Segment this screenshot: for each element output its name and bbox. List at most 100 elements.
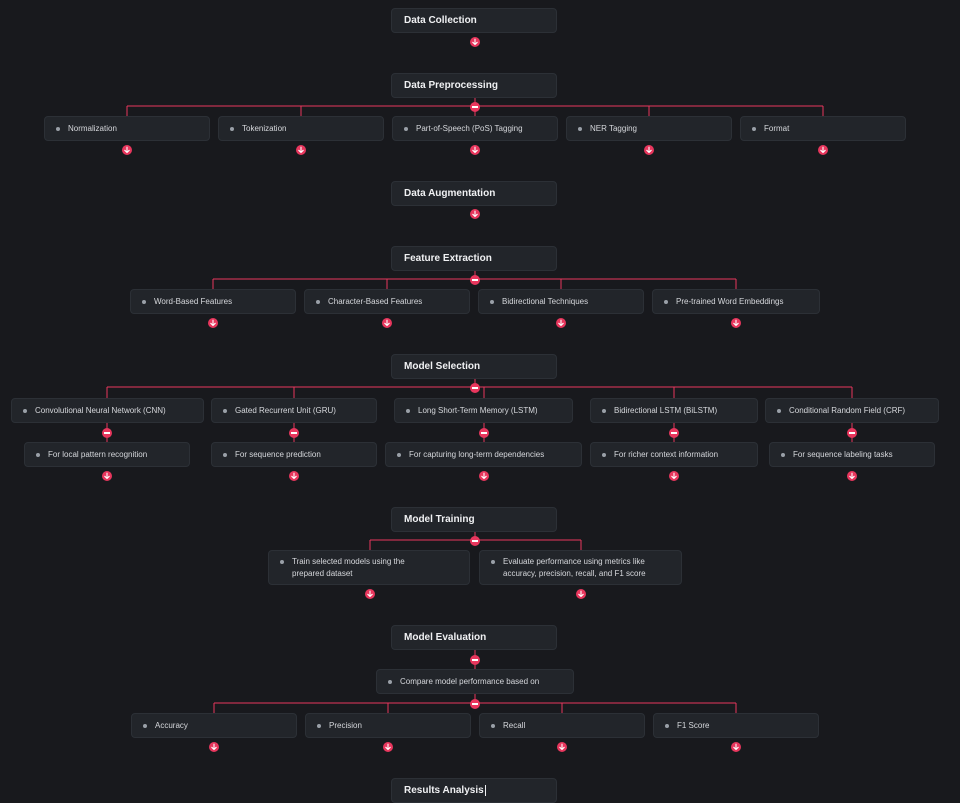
bullet-icon [752, 126, 756, 131]
node-label: NER Tagging [590, 123, 637, 133]
expand-accuracy-icon[interactable] [209, 742, 219, 752]
expand-format-icon[interactable] [818, 145, 828, 155]
node-model-lstm[interactable]: Long Short-Term Memory (LSTM) [394, 398, 573, 423]
node-bidirectional-techniques[interactable]: Bidirectional Techniques [478, 289, 644, 314]
bullet-icon [406, 408, 410, 413]
node-label: Format [764, 123, 790, 133]
collapse-crf-icon[interactable] [847, 428, 857, 438]
node-pos-tagging[interactable]: Part-of-Speech (PoS) Tagging [392, 116, 558, 141]
expand-ner-tagging-icon[interactable] [644, 145, 654, 155]
expand-train-models-icon[interactable] [365, 589, 375, 599]
node-model-evaluation[interactable]: Model Evaluation [391, 625, 557, 650]
node-data-collection[interactable]: Data Collection [391, 8, 557, 33]
expand-purpose-bilstm-icon[interactable] [669, 471, 679, 481]
bullet-icon [36, 452, 40, 457]
collapse-feature-extraction-icon[interactable] [470, 275, 480, 285]
bullet-icon [142, 299, 146, 304]
collapse-gru-icon[interactable] [289, 428, 299, 438]
node-label: Pre-trained Word Embeddings [676, 296, 784, 306]
node-label: Compare model performance based on [400, 676, 540, 686]
node-data-augmentation[interactable]: Data Augmentation [391, 181, 557, 206]
collapse-model-training-icon[interactable] [470, 536, 480, 546]
node-label: For sequence prediction [235, 449, 321, 459]
node-label: Long Short-Term Memory (LSTM) [418, 405, 538, 415]
node-pretrained-embeddings[interactable]: Pre-trained Word Embeddings [652, 289, 820, 314]
node-results-analysis[interactable]: Results Analysis [391, 778, 557, 803]
node-model-cnn[interactable]: Convolutional Neural Network (CNN) [11, 398, 204, 423]
node-compare-performance[interactable]: Compare model performance based on [376, 669, 574, 694]
node-label: Train selected models using the prepared… [292, 557, 405, 578]
bullet-icon [223, 408, 227, 413]
bullet-icon [665, 723, 669, 728]
expand-normalization-icon[interactable] [122, 145, 132, 155]
bullet-icon [602, 408, 606, 413]
node-metric-recall[interactable]: Recall [479, 713, 645, 738]
node-label: Results Analysis [404, 785, 484, 796]
bullet-icon [143, 723, 147, 728]
node-tokenization[interactable]: Tokenization [218, 116, 384, 141]
node-metric-accuracy[interactable]: Accuracy [131, 713, 297, 738]
node-label: Data Collection [404, 15, 477, 26]
collapse-model-evaluation-icon[interactable] [470, 655, 480, 665]
node-feature-extraction[interactable]: Feature Extraction [391, 246, 557, 271]
node-model-bilstm[interactable]: Bidirectional LSTM (BiLSTM) [590, 398, 758, 423]
node-word-based-features[interactable]: Word-Based Features [130, 289, 296, 314]
expand-tokenization-icon[interactable] [296, 145, 306, 155]
expand-bidirectional-icon[interactable] [556, 318, 566, 328]
expand-character-based-icon[interactable] [382, 318, 392, 328]
expand-data-augmentation-icon[interactable] [470, 209, 480, 219]
expand-pretrained-icon[interactable] [731, 318, 741, 328]
collapse-lstm-icon[interactable] [479, 428, 489, 438]
bullet-icon [602, 452, 606, 457]
node-normalization[interactable]: Normalization [44, 116, 210, 141]
node-label: Accuracy [155, 720, 188, 730]
node-label: For capturing long-term dependencies [409, 449, 545, 459]
bullet-icon [491, 560, 495, 564]
node-ner-tagging[interactable]: NER Tagging [566, 116, 732, 141]
expand-purpose-lstm-icon[interactable] [479, 471, 489, 481]
expand-precision-icon[interactable] [383, 742, 393, 752]
node-model-gru[interactable]: Gated Recurrent Unit (GRU) [211, 398, 377, 423]
collapse-preprocessing-icon[interactable] [470, 102, 480, 112]
expand-f1-icon[interactable] [731, 742, 741, 752]
node-metric-precision[interactable]: Precision [305, 713, 471, 738]
node-label: Recall [503, 720, 526, 730]
node-character-based-features[interactable]: Character-Based Features [304, 289, 470, 314]
node-purpose-lstm[interactable]: For capturing long-term dependencies [385, 442, 582, 467]
bullet-icon [317, 723, 321, 728]
bullet-icon [23, 408, 27, 413]
expand-purpose-crf-icon[interactable] [847, 471, 857, 481]
node-model-selection[interactable]: Model Selection [391, 354, 557, 379]
node-label: F1 Score [677, 720, 710, 730]
collapse-bilstm-icon[interactable] [669, 428, 679, 438]
collapse-model-selection-icon[interactable] [470, 383, 480, 393]
collapse-cnn-icon[interactable] [102, 428, 112, 438]
node-purpose-bilstm[interactable]: For richer context information [590, 442, 758, 467]
collapse-compare-icon[interactable] [470, 699, 480, 709]
node-model-crf[interactable]: Conditional Random Field (CRF) [765, 398, 939, 423]
node-purpose-crf[interactable]: For sequence labeling tasks [769, 442, 935, 467]
node-metric-f1[interactable]: F1 Score [653, 713, 819, 738]
bullet-icon [316, 299, 320, 304]
expand-evaluate-performance-icon[interactable] [576, 589, 586, 599]
node-label: Conditional Random Field (CRF) [789, 405, 906, 415]
bullet-icon [578, 126, 582, 131]
bullet-icon [777, 408, 781, 413]
expand-pos-tagging-icon[interactable] [470, 145, 480, 155]
bullet-icon [388, 679, 392, 684]
expand-data-collection-icon[interactable] [470, 37, 480, 47]
expand-purpose-cnn-icon[interactable] [102, 471, 112, 481]
node-evaluate-performance[interactable]: Evaluate performance using metrics like … [479, 550, 682, 585]
expand-purpose-gru-icon[interactable] [289, 471, 299, 481]
node-purpose-gru[interactable]: For sequence prediction [211, 442, 377, 467]
node-label: Precision [329, 720, 362, 730]
expand-word-based-icon[interactable] [208, 318, 218, 328]
expand-recall-icon[interactable] [557, 742, 567, 752]
node-purpose-cnn[interactable]: For local pattern recognition [24, 442, 190, 467]
node-model-training[interactable]: Model Training [391, 507, 557, 532]
node-label: Normalization [68, 123, 117, 133]
node-train-models[interactable]: Train selected models using the prepared… [268, 550, 470, 585]
node-format[interactable]: Format [740, 116, 906, 141]
node-label: Convolutional Neural Network (CNN) [35, 405, 166, 415]
node-data-preprocessing[interactable]: Data Preprocessing [391, 73, 557, 98]
